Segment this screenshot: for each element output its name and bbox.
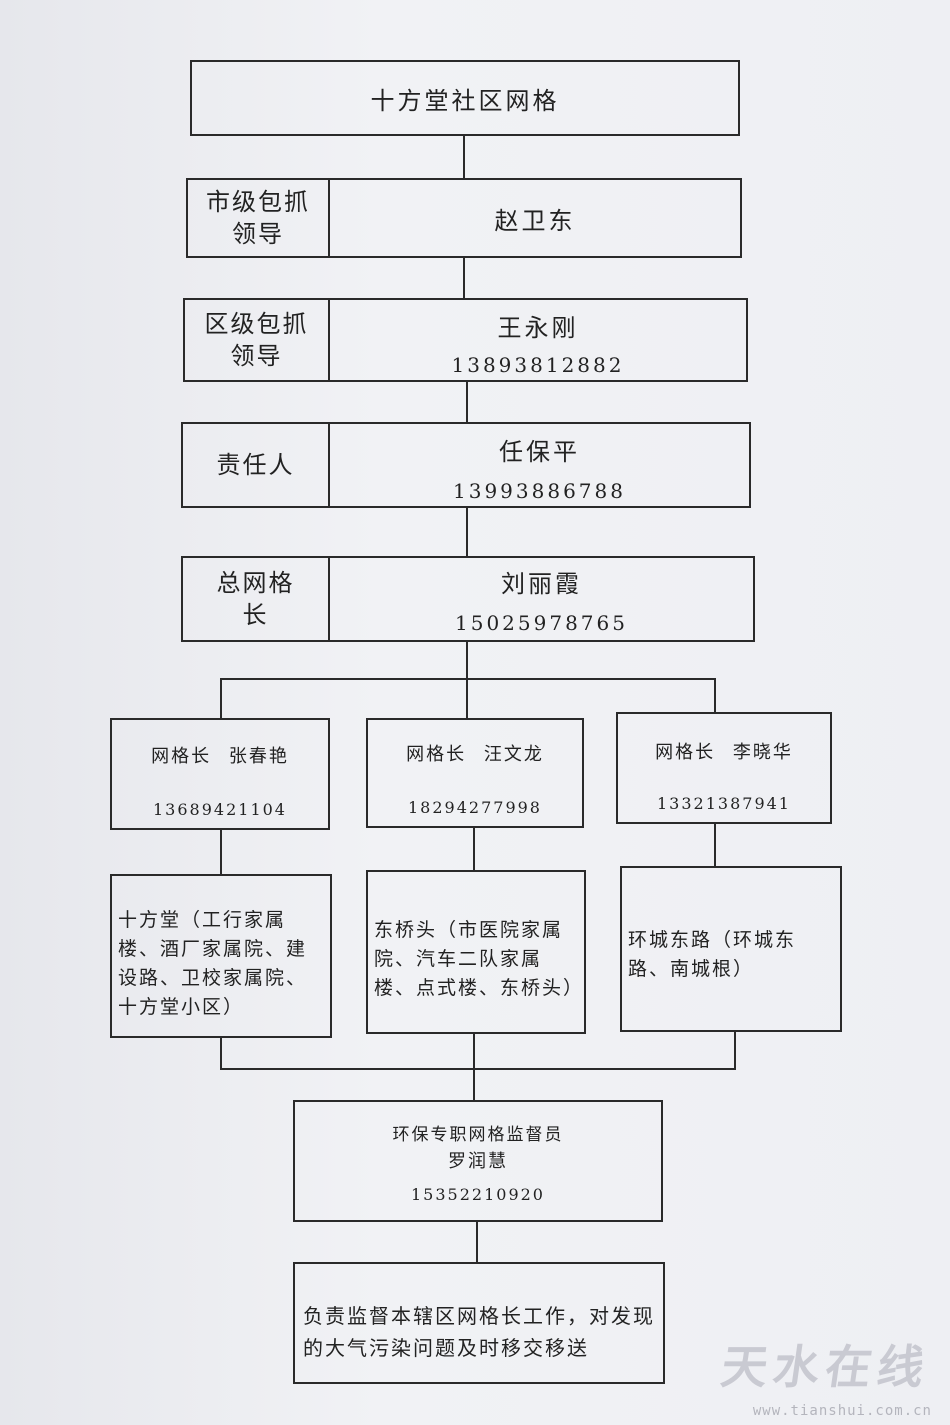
grid-leader-name: 汪文龙 <box>483 744 544 765</box>
supervisor-title: 环保专职网格监督员 <box>392 1125 564 1145</box>
grid-area-box-2: 东桥头（市医院家属院、汽车二队家属楼、点式楼、东桥头） <box>366 870 586 1034</box>
divider <box>328 558 330 640</box>
connector <box>476 1222 478 1264</box>
role-label: 责任人 <box>216 451 295 479</box>
connector <box>466 642 468 680</box>
grid-leader-name: 张春艳 <box>228 746 289 767</box>
divider <box>328 424 330 506</box>
grid-area-text: 环城东路（环城东路、南城根） <box>628 929 797 980</box>
grid-leader-title: 网格长 <box>406 744 467 765</box>
role-label: 市级包抓领导 <box>206 188 310 248</box>
connector <box>466 508 468 556</box>
supervisor-phone: 15352210920 <box>411 1185 545 1204</box>
connector <box>220 1038 222 1070</box>
duty-box: 负责监督本辖区网格长工作，对发现的大气污染问题及时移交移送 <box>293 1262 665 1384</box>
role-label: 区级包抓领导 <box>204 310 309 370</box>
connector <box>473 1068 475 1102</box>
page-title: 十方堂社区网格 <box>370 86 560 115</box>
connector <box>473 1034 475 1070</box>
connector <box>473 828 475 870</box>
grid-leader-phone: 13689421104 <box>153 800 287 819</box>
person-name: 任保平 <box>499 438 580 466</box>
level-box-district-leader: 区级包抓领导 王永刚 13893812882 <box>183 298 748 382</box>
person-phone: 15025978765 <box>455 611 628 635</box>
person-name: 王永刚 <box>497 314 579 342</box>
connector <box>714 824 716 868</box>
connector <box>220 678 222 720</box>
person-name: 刘丽霞 <box>501 570 582 598</box>
branch-bar <box>220 678 716 680</box>
person-phone: 13893812882 <box>451 353 625 377</box>
title-box: 十方堂社区网格 <box>190 60 740 136</box>
connector <box>466 678 468 720</box>
grid-leader-phone: 18294277998 <box>408 798 542 817</box>
level-box-city-leader: 市级包抓领导 赵卫东 <box>186 178 742 258</box>
level-box-responsible: 责任人 任保平 13993886788 <box>181 422 751 508</box>
connector <box>463 258 465 298</box>
connector <box>463 136 465 178</box>
person-phone: 13993886788 <box>453 479 626 503</box>
grid-leader-phone: 13321387941 <box>657 794 791 813</box>
grid-leader-name: 李晓华 <box>732 742 793 763</box>
merge-bar <box>220 1068 736 1070</box>
person-name: 赵卫东 <box>494 206 576 235</box>
connector <box>734 1032 736 1070</box>
connector <box>220 830 222 874</box>
grid-leader-title: 网格长 <box>151 746 212 767</box>
supervisor-name: 罗润慧 <box>448 1151 508 1172</box>
grid-leader-box-1: 网格长 张春艳 13689421104 <box>110 718 330 830</box>
supervisor-box: 环保专职网格监督员 罗润慧 15352210920 <box>293 1100 663 1222</box>
grid-leader-box-3: 网格长 李晓华 13321387941 <box>616 712 832 824</box>
watermark-url: www.tianshui.com.cn <box>752 1403 932 1419</box>
divider <box>328 180 330 256</box>
duty-text: 负责监督本辖区网格长工作，对发现的大气污染问题及时移交移送 <box>303 1304 655 1360</box>
grid-area-text: 十方堂（工行家属楼、酒厂家属院、建设路、卫校家属院、十方堂小区） <box>118 909 308 1018</box>
watermark-logo: 天水在线 <box>717 1340 934 1394</box>
grid-area-box-3: 环城东路（环城东路、南城根） <box>620 866 842 1032</box>
level-box-chief-grid-leader: 总网格长 刘丽霞 15025978765 <box>181 556 755 642</box>
connector <box>466 382 468 422</box>
grid-area-box-1: 十方堂（工行家属楼、酒厂家属院、建设路、卫校家属院、十方堂小区） <box>110 874 332 1038</box>
grid-leader-box-2: 网格长 汪文龙 18294277998 <box>366 718 584 828</box>
grid-area-text: 东桥头（市医院家属院、汽车二队家属楼、点式楼、东桥头） <box>374 919 585 999</box>
grid-leader-title: 网格长 <box>655 742 716 763</box>
divider <box>328 300 330 380</box>
connector <box>714 678 716 714</box>
role-label: 总网格长 <box>216 569 295 629</box>
